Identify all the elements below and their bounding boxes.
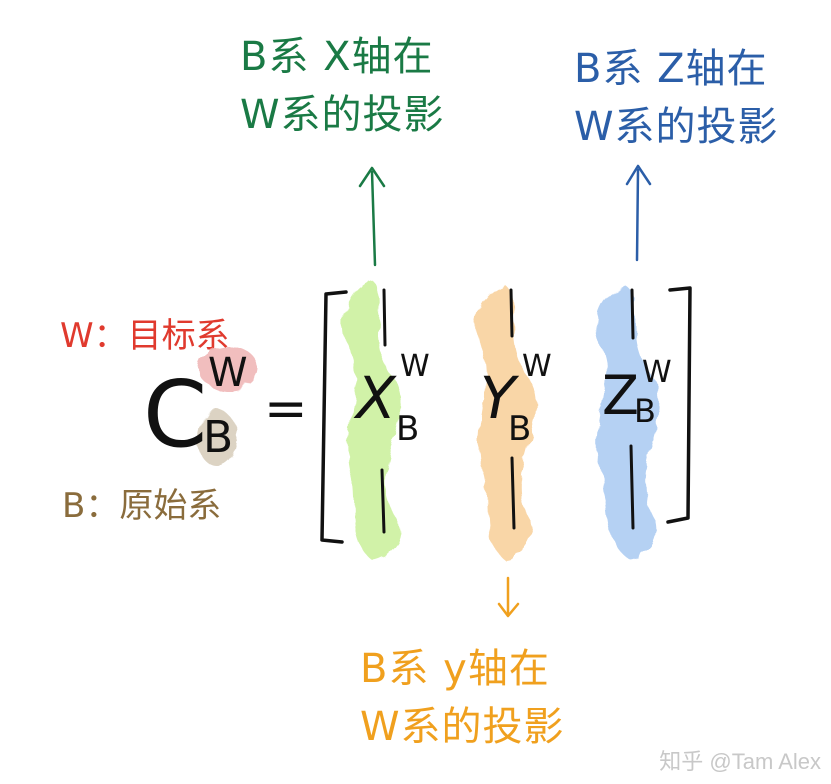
column-z-highlight — [596, 285, 660, 560]
x-axis-note: B系 X轴在 W系的投影 — [240, 28, 445, 144]
column-x-symbol: X — [353, 364, 397, 432]
matrix-left-bracket — [320, 290, 348, 544]
matrix-right-bracket — [666, 286, 692, 524]
b-subscript-highlight — [197, 410, 237, 466]
column-z-superscript: W — [642, 355, 672, 390]
x-note-arrow — [358, 166, 386, 267]
y-axis-note-line1: B系 y轴在 — [360, 646, 550, 692]
column-y-symbol: Y — [480, 364, 520, 432]
y-axis-note: B系 y轴在 W系的投影 — [360, 640, 565, 756]
column-z-symbol: Z — [602, 364, 639, 427]
column-z-top-bar — [630, 288, 635, 340]
column-y-subscript: B — [508, 409, 531, 449]
lhs-superscript: W — [208, 350, 248, 396]
z-axis-note-line2: W系的投影 — [574, 104, 779, 150]
column-y-bottom-bar — [510, 456, 516, 530]
y-axis-note-line2: W系的投影 — [360, 704, 565, 750]
column-z-bottom-bar — [629, 444, 635, 530]
column-y-superscript: W — [522, 349, 552, 384]
column-z-subscript: B — [634, 392, 656, 430]
column-x-superscript: W — [400, 349, 430, 384]
x-axis-note-line1: B系 X轴在 — [240, 34, 434, 80]
z-note-arrow — [625, 164, 652, 262]
z-axis-note-line1: B系 Z轴在 — [574, 46, 768, 92]
column-x-subscript: B — [396, 409, 419, 449]
legend-w-target-frame: W：目标系 — [60, 316, 230, 356]
legend-b-original-frame: B：原始系 — [62, 486, 222, 526]
column-x-highlight — [343, 280, 402, 560]
z-axis-note: B系 Z轴在 W系的投影 — [574, 40, 779, 156]
y-note-arrow — [497, 576, 520, 618]
column-x-bottom-bar — [380, 468, 386, 534]
lhs-subscript: B — [203, 412, 233, 463]
x-axis-note-line2: W系的投影 — [240, 92, 445, 138]
column-y-highlight — [476, 285, 537, 560]
lhs-symbol: C — [143, 361, 207, 468]
w-superscript-highlight — [198, 346, 258, 390]
equals-sign: = — [264, 379, 308, 439]
watermark: 知乎 @Tam Alex — [659, 749, 821, 774]
column-x-top-bar — [382, 288, 387, 347]
column-y-top-bar — [509, 288, 514, 338]
